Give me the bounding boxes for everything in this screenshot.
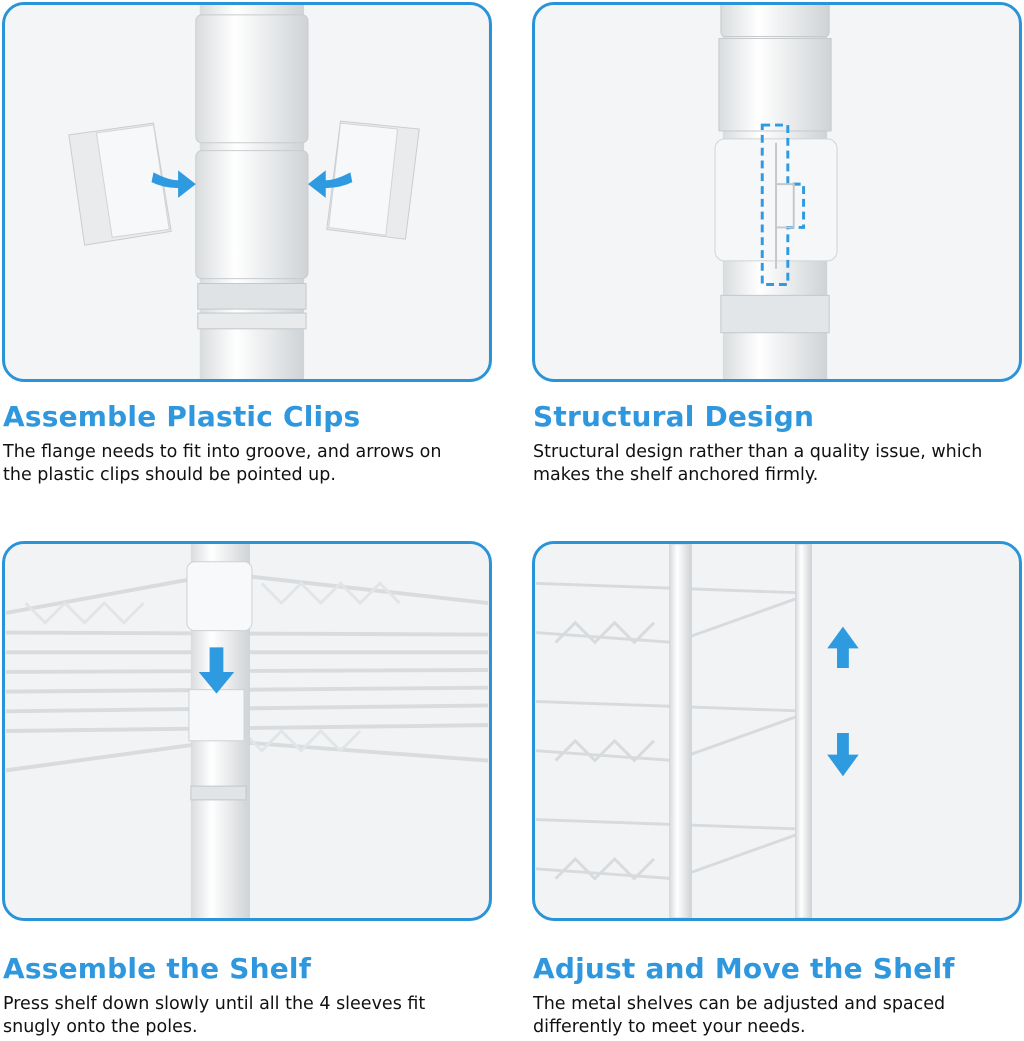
illustration-structural-design (535, 5, 1019, 379)
panel-adjust-and-move (532, 541, 1022, 921)
plastic-clip-left (68, 122, 172, 246)
dashed-outline-icon (760, 123, 806, 286)
title-adjust-and-move: Adjust and Move the Shelf (533, 952, 955, 985)
illustration-plastic-clips (5, 5, 489, 379)
desc-adjust-and-move: The metal shelves can be adjusted and sp… (533, 994, 946, 1037)
illustration-adjust-shelf (535, 544, 1019, 918)
panel-assemble-the-shelf (2, 541, 492, 921)
arrow-right-icon (151, 170, 196, 198)
desc-assemble-plastic-clips: The flange needs to fit into groove, and… (3, 442, 442, 485)
arrow-down-icon (198, 647, 235, 694)
panel-assemble-plastic-clips (2, 2, 492, 382)
panel-structural-design (532, 2, 1022, 382)
arrow-up-icon (827, 626, 859, 669)
arrow-left-icon (308, 170, 353, 198)
illustration-assemble-shelf (5, 544, 489, 918)
desc-structural-design: Structural design rather than a quality … (533, 442, 983, 485)
title-structural-design: Structural Design (533, 400, 815, 433)
title-assemble-plastic-clips: Assemble Plastic Clips (3, 400, 361, 433)
desc-assemble-the-shelf: Press shelf down slowly until all the 4 … (3, 994, 426, 1037)
plastic-clip-right (326, 120, 420, 240)
title-assemble-the-shelf: Assemble the Shelf (3, 952, 312, 985)
